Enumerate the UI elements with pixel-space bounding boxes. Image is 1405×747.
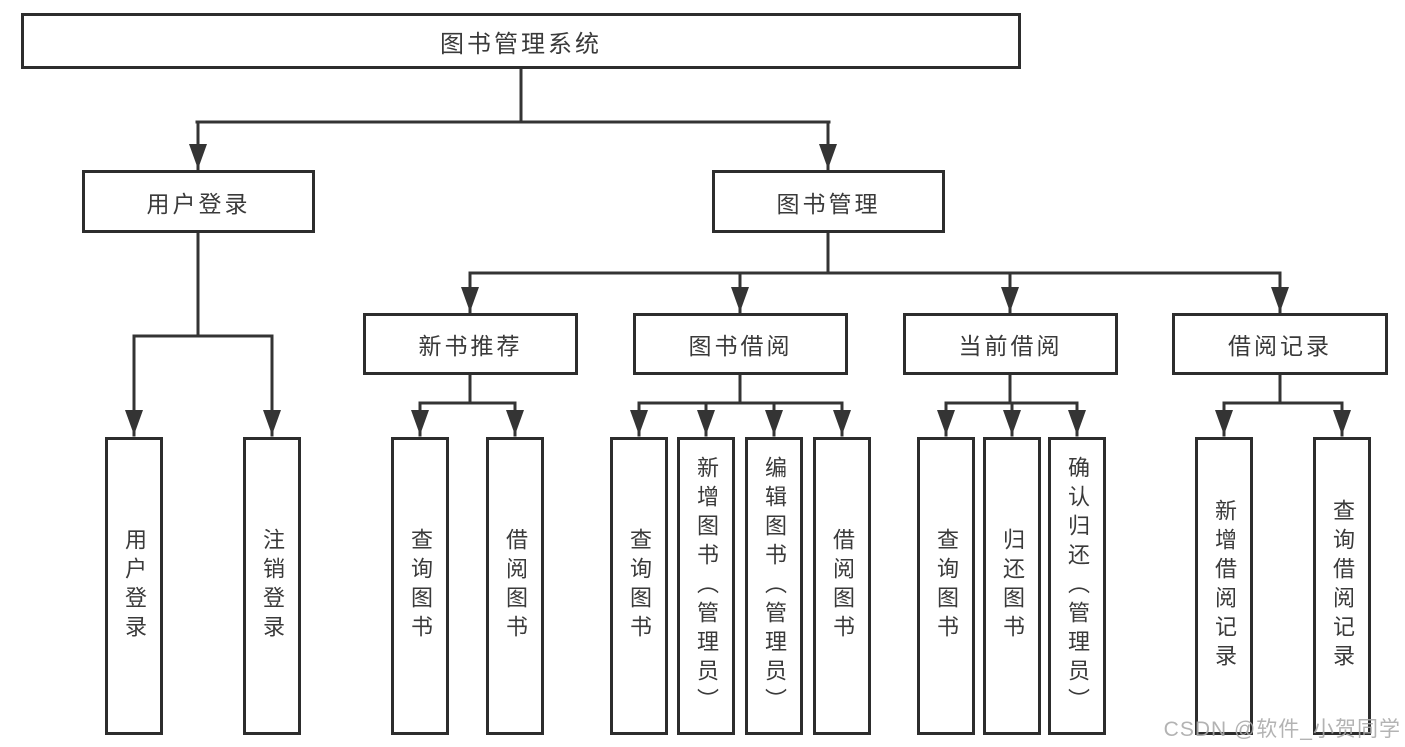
- node-current-borrowing-label: 当前借阅: [958, 333, 1063, 359]
- leaf-query-books-borrow-label: 查询图书: [627, 528, 652, 644]
- leaf-query-books-recommend: 查询图书: [391, 437, 449, 735]
- node-book-borrowing-label: 图书借阅: [688, 333, 793, 359]
- leaf-return-books: 归还图书: [983, 437, 1041, 735]
- node-borrowing-records-label: 借阅记录: [1228, 333, 1332, 359]
- node-book-management: 图书管理: [712, 170, 945, 233]
- node-current-borrowing: 当前借阅: [903, 313, 1118, 375]
- leaf-confirm-return-admin-label: 确认归还（管理员）: [1065, 455, 1090, 717]
- node-book-borrowing: 图书借阅: [633, 313, 848, 375]
- leaf-logout: 注销登录: [243, 437, 301, 735]
- leaf-add-borrow-record-label: 新增借阅记录: [1212, 499, 1237, 673]
- node-new-book-recommend-label: 新书推荐: [418, 333, 523, 359]
- leaf-add-books-admin: 新增图书（管理员）: [677, 437, 735, 735]
- csdn-watermark: CSDN @软件_小贺同学: [1163, 718, 1401, 741]
- leaf-logout-label: 注销登录: [260, 528, 285, 644]
- leaf-borrow-books-recommend-label: 借阅图书: [503, 528, 528, 644]
- leaf-query-books-borrow: 查询图书: [610, 437, 668, 735]
- leaf-borrow-books-label: 借阅图书: [830, 528, 855, 644]
- leaf-query-books-current: 查询图书: [917, 437, 975, 735]
- leaf-return-books-label: 归还图书: [1000, 528, 1025, 644]
- node-root-label: 图书管理系统: [440, 30, 602, 58]
- leaf-confirm-return-admin: 确认归还（管理员）: [1048, 437, 1106, 735]
- leaf-user-login-label: 用户登录: [122, 528, 147, 644]
- node-book-management-label: 图书管理: [776, 190, 881, 217]
- leaf-query-books-recommend-label: 查询图书: [408, 528, 433, 644]
- leaf-query-books-current-label: 查询图书: [934, 528, 959, 644]
- leaf-edit-books-admin: 编辑图书（管理员）: [745, 437, 803, 735]
- leaf-borrow-books-recommend: 借阅图书: [486, 437, 544, 735]
- node-user-login: 用户登录: [82, 170, 315, 233]
- node-user-login-label: 用户登录: [146, 190, 251, 217]
- leaf-add-borrow-record: 新增借阅记录: [1195, 437, 1253, 735]
- node-new-book-recommend: 新书推荐: [363, 313, 578, 375]
- node-root-system: 图书管理系统: [21, 13, 1021, 69]
- leaf-query-borrow-record: 查询借阅记录: [1313, 437, 1371, 735]
- leaf-add-books-admin-label: 新增图书（管理员）: [694, 455, 719, 717]
- leaf-user-login: 用户登录: [105, 437, 163, 735]
- node-borrowing-records: 借阅记录: [1172, 313, 1388, 375]
- leaf-edit-books-admin-label: 编辑图书（管理员）: [762, 455, 787, 717]
- leaf-query-borrow-record-label: 查询借阅记录: [1330, 499, 1355, 673]
- leaf-borrow-books: 借阅图书: [813, 437, 871, 735]
